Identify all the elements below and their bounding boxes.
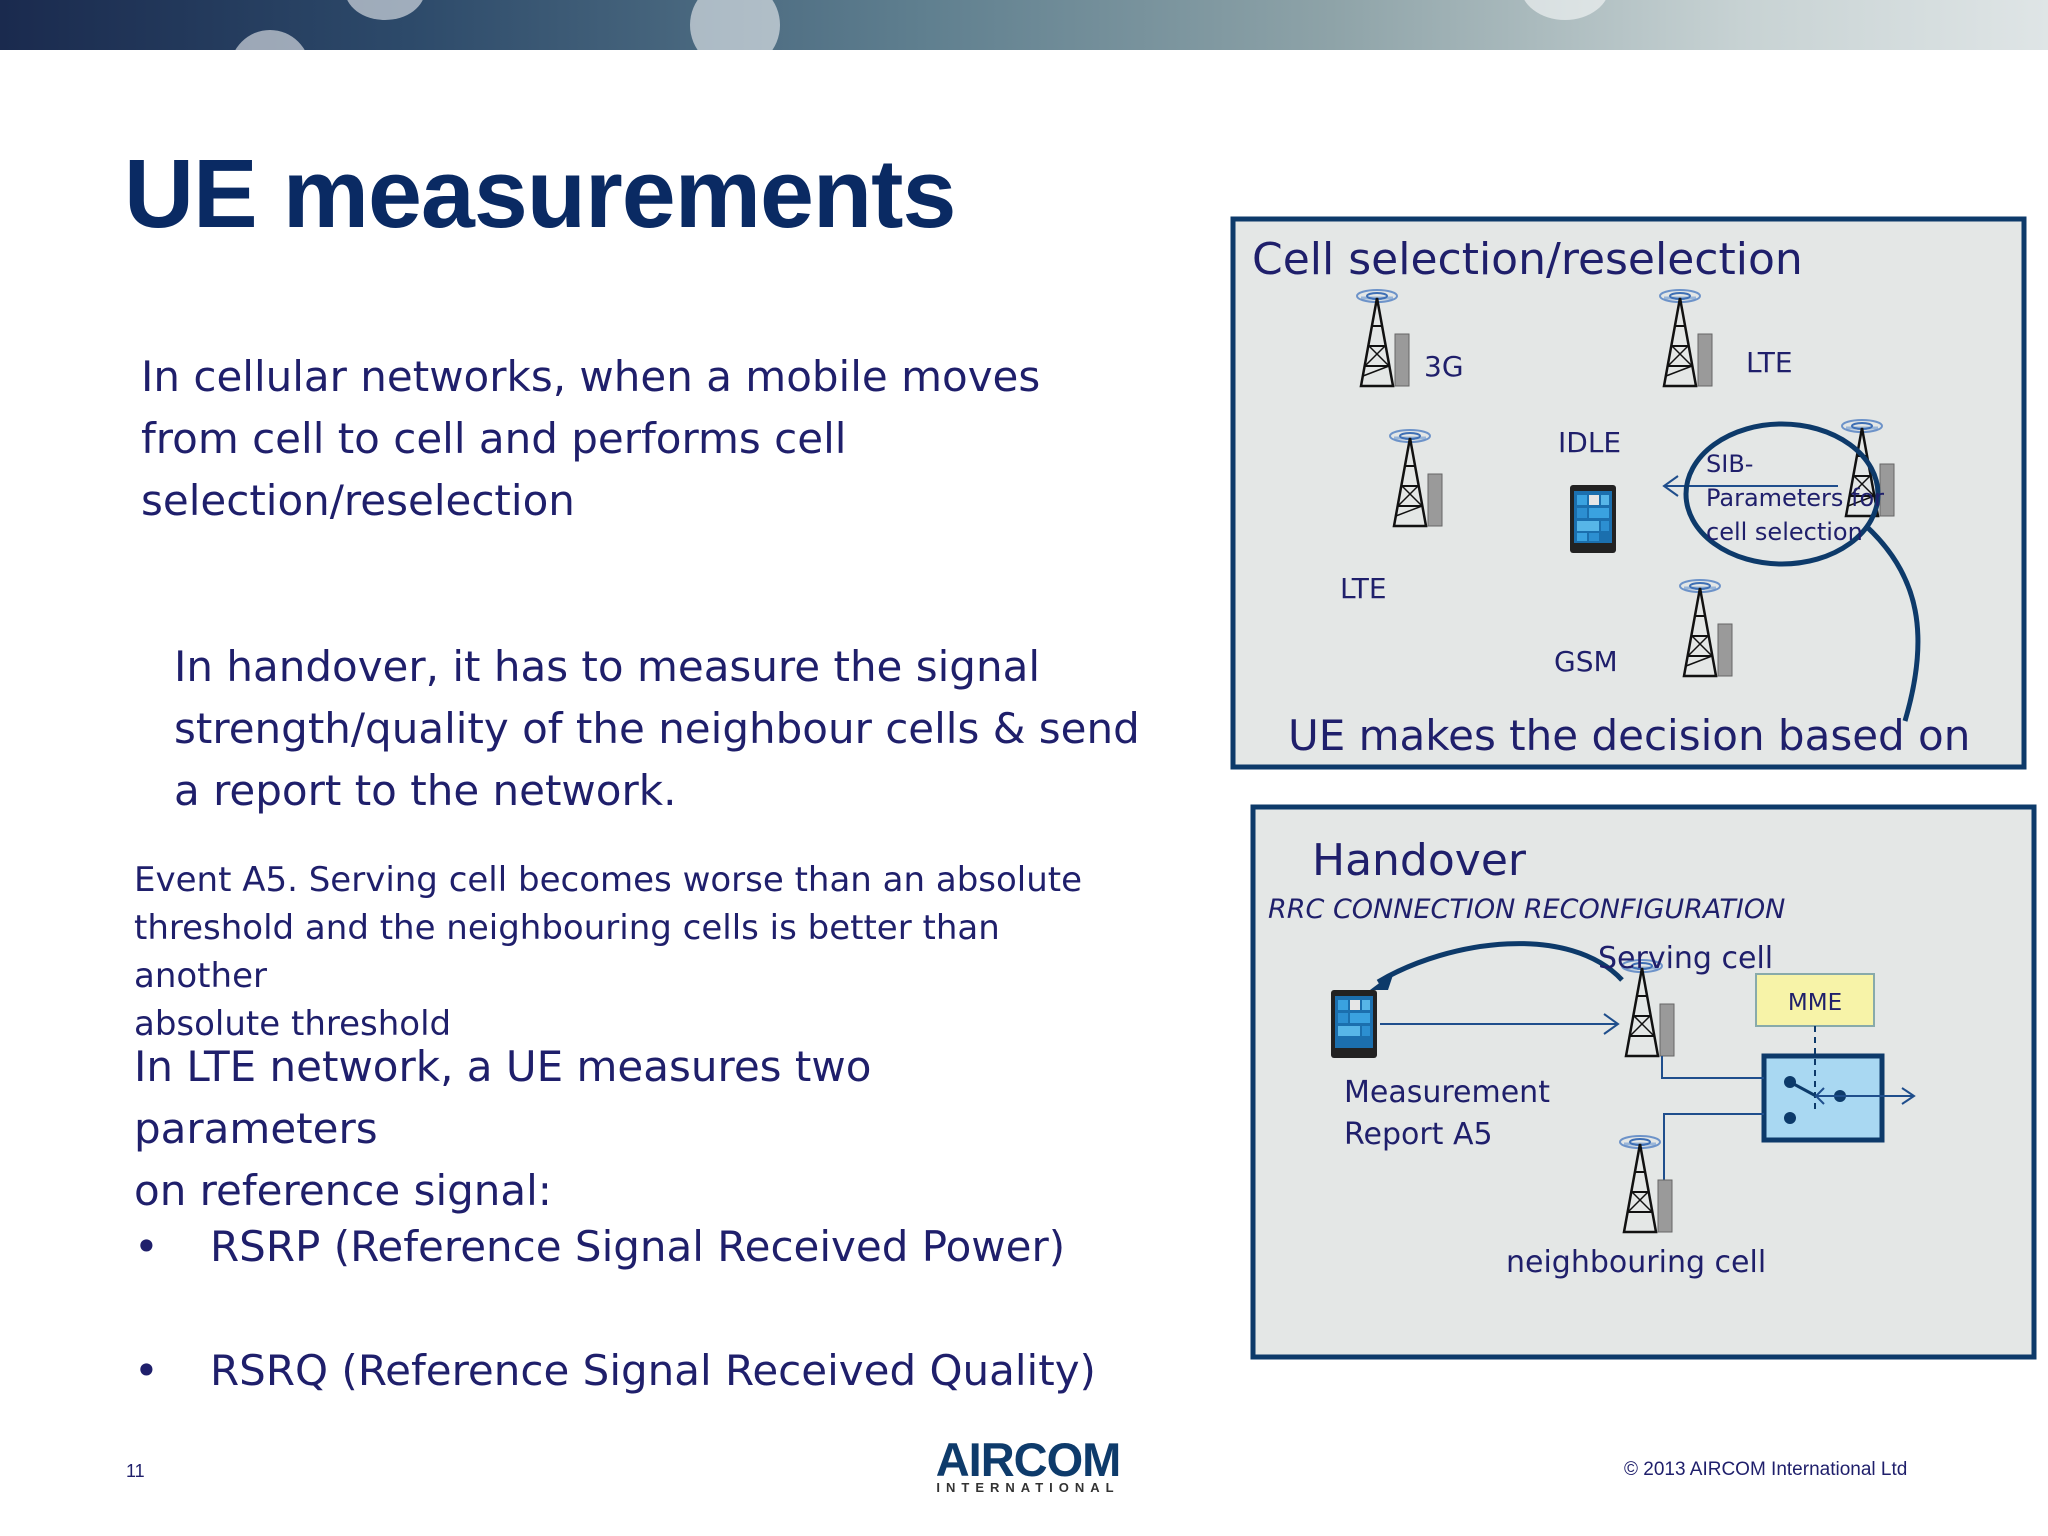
banner-bokeh bbox=[230, 30, 310, 50]
handover-title: Handover bbox=[1312, 835, 1527, 886]
core-link-head bbox=[1901, 1087, 1916, 1105]
sib-arrow-head bbox=[1662, 475, 1679, 497]
banner-bokeh bbox=[1520, 0, 1610, 20]
label-idle: IDLE bbox=[1558, 426, 1621, 459]
paragraph-event-a5: Event A5. Serving cell becomes worse tha… bbox=[134, 860, 1083, 1044]
handover-subtitle: RRC CONNECTION RECONFIGURATION bbox=[1268, 894, 1785, 925]
label-3g: 3G bbox=[1424, 350, 1464, 383]
label-measurement-2: Report A5 bbox=[1344, 1117, 1493, 1152]
mme-box bbox=[1755, 973, 1875, 1027]
banner-bokeh bbox=[345, 0, 425, 20]
phone-idle-icon bbox=[1570, 485, 1616, 553]
paragraph-cell-selection: In cellular networks, when a mobile move… bbox=[141, 352, 1041, 525]
label-gsm: GSM bbox=[1554, 645, 1618, 678]
handover-diagram: Handover RRC CONNECTION RECONFIGURATION … bbox=[1250, 804, 2037, 1360]
page-number: 11 bbox=[126, 1461, 145, 1481]
label-measurement-1: Measurement bbox=[1344, 1075, 1550, 1110]
bullet-icon: • bbox=[134, 1222, 159, 1271]
switch-box bbox=[1761, 1053, 1885, 1143]
reselection-frame bbox=[1230, 216, 2027, 770]
core-link-tail bbox=[1814, 1087, 1825, 1105]
header-banner bbox=[0, 0, 2048, 50]
label-lte-top: LTE bbox=[1746, 346, 1793, 379]
sib-line-1: SIB- bbox=[1706, 450, 1753, 478]
banner-bokeh bbox=[690, 0, 780, 50]
slide-title: UE measurements bbox=[124, 139, 956, 248]
sib-highlight-circle bbox=[1683, 421, 1881, 567]
bullet-text: RSRP (Reference Signal Received Power) bbox=[210, 1222, 1066, 1271]
reconfiguration-arrow bbox=[1376, 941, 1624, 985]
switch-contact bbox=[1784, 1112, 1796, 1124]
paragraph-lte-parameters: In LTE network, a UE measures two parame… bbox=[134, 1042, 872, 1215]
sib-line-2: Parameters for bbox=[1706, 484, 1884, 512]
decision-curve bbox=[1864, 524, 1921, 722]
label-lte-left: LTE bbox=[1340, 572, 1387, 605]
reselection-caption: UE makes the decision based on bbox=[1288, 711, 1970, 760]
label-neighbouring-cell: neighbouring cell bbox=[1506, 1245, 1766, 1280]
logo-brand: AIRCOM bbox=[935, 1433, 1122, 1486]
phone-ue-icon bbox=[1331, 990, 1377, 1058]
reselection-title: Cell selection/reselection bbox=[1252, 234, 1803, 285]
serving-backhaul bbox=[1661, 1056, 1764, 1079]
bullet-icon: • bbox=[134, 1346, 159, 1395]
copyright-notice: © 2013 AIRCOM International Ltd bbox=[1624, 1459, 1908, 1480]
measurement-arrow-head bbox=[1603, 1013, 1620, 1035]
switch-lever bbox=[1789, 1080, 1817, 1098]
handover-frame bbox=[1250, 804, 2037, 1360]
paragraph-handover: In handover, it has to measure the signa… bbox=[174, 642, 1140, 815]
bullet-text: RSRQ (Reference Signal Received Quality) bbox=[210, 1346, 1096, 1395]
aircom-logo: AIRCOM INTERNATIONAL bbox=[930, 1432, 1126, 1498]
sib-line-3: cell selection bbox=[1706, 518, 1863, 546]
cell-reselection-diagram: Cell selection/reselection 3G LTE LTE ID… bbox=[1230, 216, 2027, 770]
logo-subtitle: INTERNATIONAL bbox=[936, 1480, 1120, 1495]
reconfiguration-arrow-head bbox=[1370, 972, 1394, 990]
label-mme: MME bbox=[1788, 990, 1842, 1016]
neighbour-backhaul bbox=[1663, 1113, 1764, 1194]
label-serving-cell: Serving cell bbox=[1598, 941, 1773, 976]
